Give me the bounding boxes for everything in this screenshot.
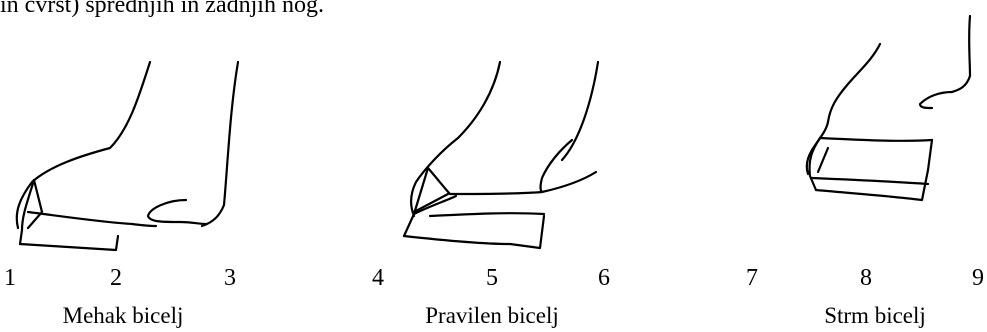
figure-number-9: 9 <box>972 266 984 290</box>
caption-normal-pastern: Pravilen bicelj <box>425 304 559 327</box>
leg-back-outline <box>952 16 970 92</box>
figure-number-7: 7 <box>746 266 758 290</box>
heel-bulb <box>148 200 206 224</box>
figure-number-1: 1 <box>4 266 16 290</box>
figure-number-2: 2 <box>110 266 122 290</box>
leg-front-outline <box>807 44 880 174</box>
hoof-drawing-soft <box>17 62 238 250</box>
hoof-toe-front <box>28 180 42 228</box>
hoof-front-wall <box>404 168 428 236</box>
hoof-drawing-steep <box>807 16 970 200</box>
hoof-bottom-line <box>404 216 544 248</box>
figure-number-4: 4 <box>372 266 384 290</box>
hoof-drawing-normal <box>404 62 598 248</box>
hoof-top-line <box>28 212 156 226</box>
hoof-front-wall <box>809 138 820 190</box>
figure-number-3: 3 <box>224 266 236 290</box>
heel-bulb <box>920 92 952 108</box>
coronet-line <box>428 168 542 194</box>
hoof-top-line <box>414 196 456 214</box>
hoof-bottom-line <box>20 236 118 250</box>
caption-steep-pastern: Strm bicelj <box>824 304 926 327</box>
coronet-line <box>820 138 932 141</box>
hoof-sole-line <box>812 178 928 184</box>
figure-number-5: 5 <box>486 266 498 290</box>
hoof-sole-line <box>430 213 544 216</box>
hoof-bottom-line <box>816 140 932 200</box>
fetlock-curve <box>541 140 597 192</box>
figure-number-6: 6 <box>598 266 610 290</box>
leg-front-outline <box>17 62 150 228</box>
figure-number-8: 8 <box>860 266 872 290</box>
leg-back-outline <box>202 62 238 226</box>
caption-soft-pastern: Mehak bicelj <box>63 304 184 327</box>
hoof-toe-line <box>818 148 828 172</box>
